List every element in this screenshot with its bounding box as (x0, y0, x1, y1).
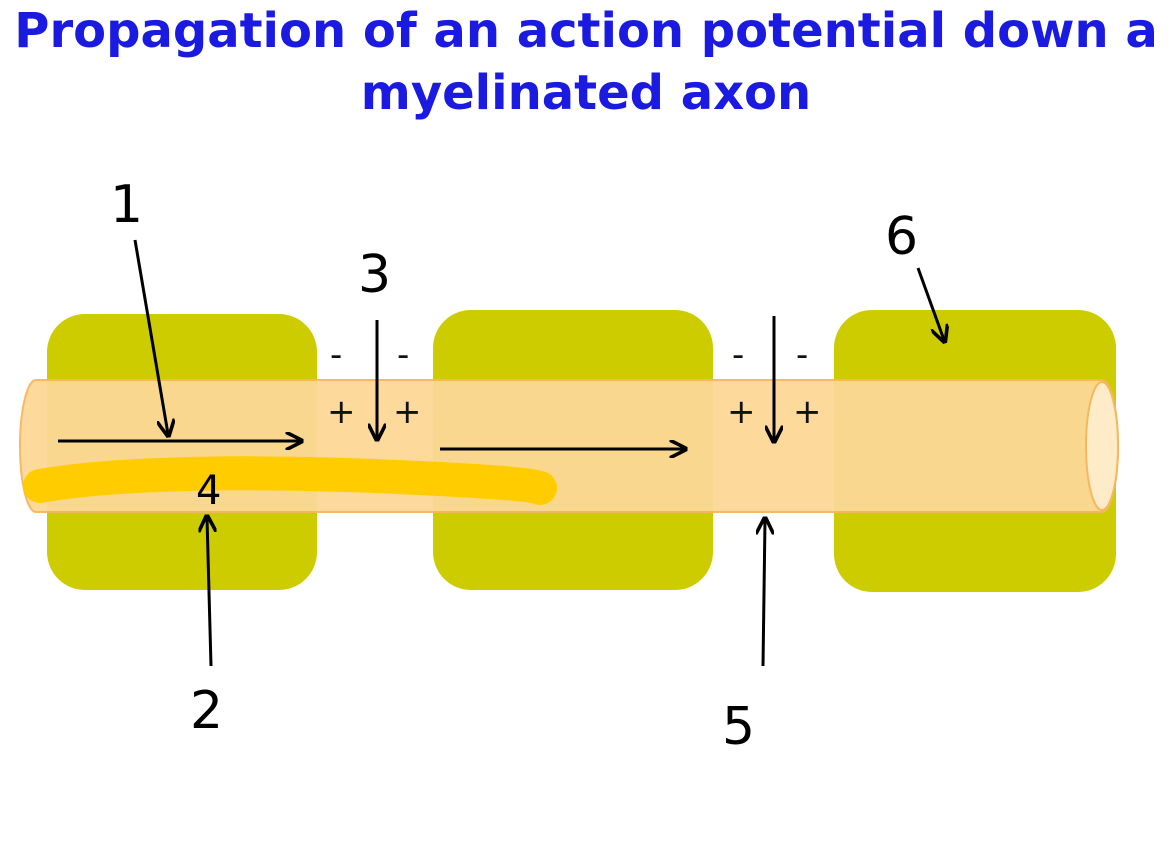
title-line-1: Propagation of an action potential down … (14, 3, 1158, 59)
label-6: 6 (885, 207, 918, 267)
title-line-2: myelinated axon (360, 65, 812, 121)
node-b-minus-right: - (796, 335, 808, 375)
node-b-plus-right: + (793, 392, 822, 432)
label-1-arrow (133, 239, 168, 434)
node-a-plus-left: + (327, 392, 356, 432)
label-5-arrow (763, 520, 765, 667)
axon-body (19, 379, 1119, 513)
node-b-minus-left: - (732, 335, 744, 375)
label-6-arrow (916, 267, 944, 340)
label-2-arrow (207, 518, 211, 667)
node-a-minus-left: - (330, 335, 342, 375)
node-b-plus-left: + (727, 392, 756, 432)
label-2: 2 (190, 681, 223, 741)
node-a-minus-right: - (397, 335, 409, 375)
diagram-title: Propagation of an action potential down … (0, 0, 1172, 124)
axon-end-face (1085, 381, 1119, 511)
highlight-stroke (23, 456, 557, 505)
node-a-plus-right: + (393, 392, 422, 432)
label-4: 4 (196, 468, 221, 514)
label-1: 1 (110, 175, 143, 235)
label-5: 5 (722, 697, 755, 757)
label-3: 3 (358, 245, 391, 305)
